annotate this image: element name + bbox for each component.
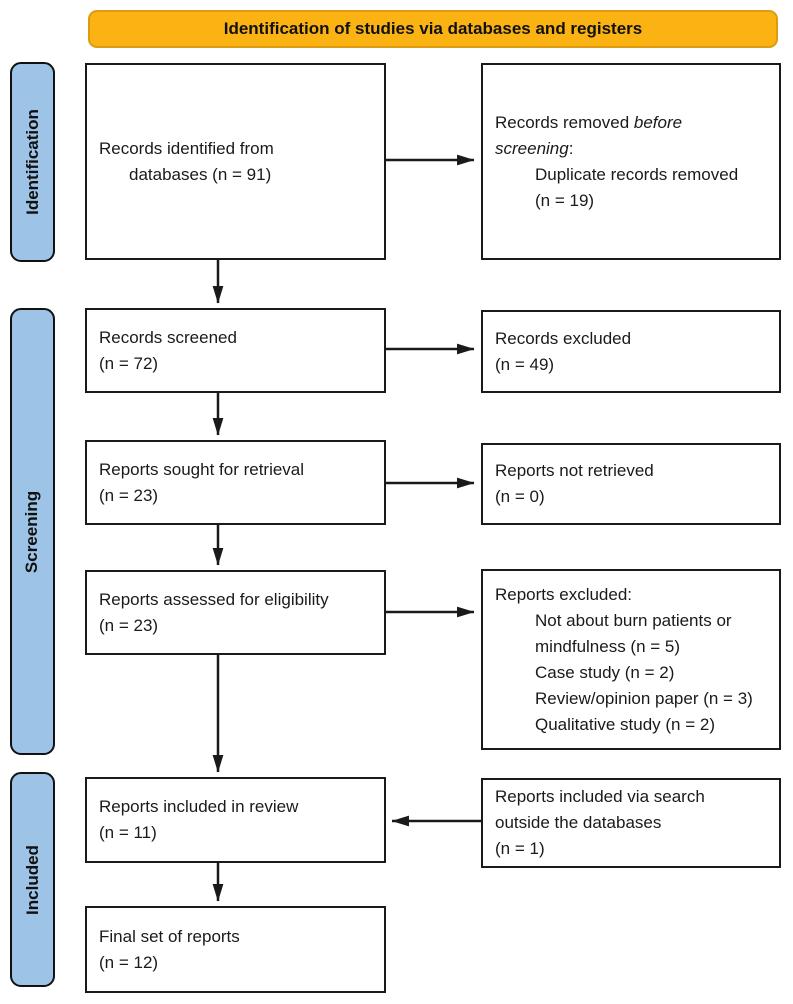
records-removed-line1-italic: before (633, 112, 683, 132)
banner-title-label: Identification of studies via databases … (223, 19, 643, 38)
box-records-screened: Records screened (n = 72) (85, 308, 386, 393)
phase-included: Included (10, 772, 55, 987)
records-excluded-line1: Records excluded (495, 328, 632, 348)
box-final-reports: Final set of reports (n = 12) (85, 906, 386, 993)
reports-not-retrieved-line2: (n = 0) (495, 487, 545, 506)
final-reports-line2: (n = 12) (99, 952, 159, 972)
box-records-identified: Records identified from databases (n = 9… (85, 63, 386, 260)
exclusion-reason: Review/opinion paper (n = 3) (535, 688, 753, 708)
banner-title: Identification of studies via databases … (88, 10, 778, 48)
records-removed-line2-italic: screening (495, 138, 569, 158)
phase-screening: Screening (10, 308, 55, 755)
records-identified-line1: Records identified from (99, 138, 274, 158)
phase-identification: Identification (10, 62, 55, 262)
records-removed-line1-regular: Records removed (495, 112, 634, 132)
phase-screening-label: Screening (22, 490, 42, 573)
duplicate-records-line1: Duplicate records removed (535, 164, 739, 184)
exclusion-reason: Not about burn patients or mindfulness (… (535, 610, 732, 656)
reports-not-retrieved-line1: Reports not retrieved (495, 461, 654, 480)
records-screened-line1: Records screened (99, 327, 237, 347)
reports-included-outside-line2: outside the databases (495, 813, 662, 832)
records-excluded-line2: (n = 49) (495, 354, 555, 374)
box-reports-included-outside: Reports included via search outside the … (481, 778, 781, 868)
box-records-removed: Records removed before screening: Duplic… (481, 63, 781, 260)
phase-included-label: Included (22, 844, 42, 915)
records-removed-line1: Records removed before (495, 110, 738, 136)
reports-included-outside-line1: Reports included via search (495, 787, 705, 806)
reports-included-review-line1: Reports included in review (99, 797, 299, 816)
reports-assessed-line2: (n = 23) (99, 615, 159, 635)
records-identified-line2: databases (n = 91) (129, 164, 272, 184)
reports-included-review-line2: (n = 11) (99, 823, 157, 842)
final-reports-line1: Final set of reports (99, 926, 240, 946)
reports-assessed-line1: Reports assessed for eligibility (99, 589, 329, 609)
box-reports-sought: Reports sought for retrieval (n = 23) (85, 440, 386, 525)
duplicate-records-line2: (n = 19) (535, 190, 595, 210)
records-removed-line2-regular: : (568, 138, 574, 158)
reports-sought-line2: (n = 23) (99, 485, 159, 505)
box-reports-assessed: Reports assessed for eligibility (n = 23… (85, 570, 386, 655)
records-removed-line2: screening: (495, 136, 738, 162)
reports-included-outside-line3: (n = 1) (495, 839, 545, 858)
reports-sought-line1: Reports sought for retrieval (99, 459, 305, 479)
phase-identification-label: Identification (22, 109, 42, 215)
box-records-excluded: Records excluded (n = 49) (481, 310, 781, 393)
box-reports-not-retrieved: Reports not retrieved (n = 0) (481, 443, 781, 525)
exclusion-reason: Qualitative study (n = 2) (535, 714, 716, 734)
box-reports-excluded-reasons: Reports excluded: Not about burn patient… (481, 569, 781, 750)
exclusion-reason: Case study (n = 2) (535, 662, 675, 682)
records-screened-line2: (n = 72) (99, 353, 159, 373)
reports-excluded-title: Reports excluded: (495, 584, 633, 604)
box-reports-included-review: Reports included in review (n = 11) (85, 777, 386, 863)
